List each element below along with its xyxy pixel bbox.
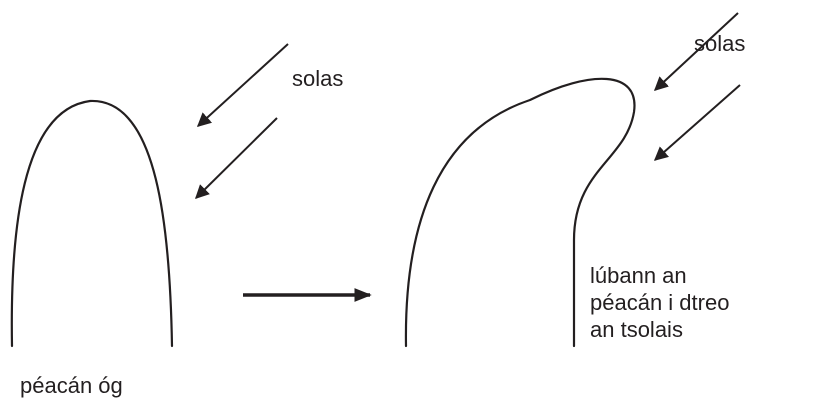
light-label-right: solas xyxy=(694,31,746,56)
light-arrow-right-lower xyxy=(653,84,741,161)
light-arrow-right-upper xyxy=(653,12,739,91)
bending-label-line-1: lúbann an xyxy=(590,263,687,288)
bending-shoot-label: lúbann an péacán i dtreo an tsolais xyxy=(590,262,729,343)
bent-shoot-outline xyxy=(404,77,636,348)
bending-label-line-2: péacán i dtreo xyxy=(590,290,730,315)
young-shoot-label: péacán óg xyxy=(20,373,123,398)
light-label-left: solas xyxy=(292,66,344,91)
young-shoot-outline xyxy=(10,99,174,348)
bending-label-line-3: an tsolais xyxy=(590,317,683,342)
light-arrow-left-lower xyxy=(195,117,278,199)
light-arrow-left-upper xyxy=(196,43,289,127)
